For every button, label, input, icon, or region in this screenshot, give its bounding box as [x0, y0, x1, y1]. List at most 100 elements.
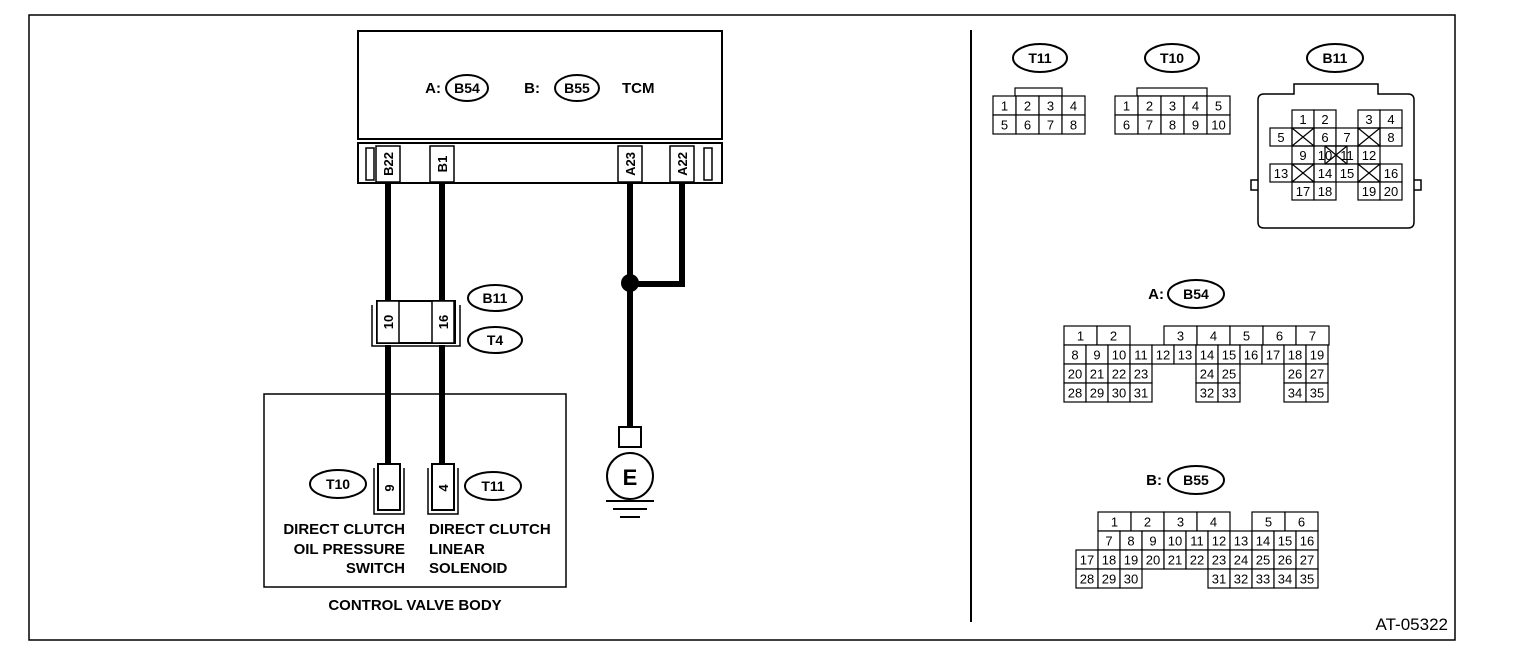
pin-number: 17 [1080, 553, 1094, 568]
pin-number: 9 [1093, 348, 1100, 363]
pin-cell [1379, 181, 1403, 201]
pin-number: 29 [1102, 572, 1116, 587]
pin-number: 2 [1321, 112, 1328, 127]
blank-cavity [1291, 127, 1315, 147]
switch-label-line-3: SWITCH [346, 560, 405, 577]
pin-number: 34 [1288, 386, 1302, 401]
pin-number: 33 [1256, 572, 1270, 587]
junction-connector-bottom: T4 [487, 332, 504, 348]
pin-number: 19 [1310, 348, 1324, 363]
pin-number: 3 [1177, 515, 1184, 530]
pin-number: 27 [1300, 553, 1314, 568]
pin-number: 24 [1234, 553, 1248, 568]
pin-number: 15 [1340, 166, 1354, 181]
pin-number: 3 [1047, 99, 1054, 114]
pin-number: 34 [1278, 572, 1292, 587]
pin-number: 17 [1296, 184, 1310, 199]
pin-number: 11 [1134, 348, 1148, 363]
connector-oval [467, 326, 523, 354]
switch-label-line-1: DIRECT CLUTCH [283, 521, 405, 538]
pin-number: 13 [1234, 534, 1248, 549]
pin-cell [1061, 114, 1086, 135]
pin-number: 17 [1266, 348, 1280, 363]
tcm-a-prefix: A: [425, 80, 441, 97]
pin-cell [1119, 568, 1143, 589]
pin-number: 22 [1112, 367, 1126, 382]
pin-number: 23 [1134, 367, 1148, 382]
pin-number: 19 [1362, 184, 1376, 199]
pin-number: 35 [1310, 386, 1324, 401]
connector-view-title: T10 [1160, 50, 1184, 66]
blank-cavity [1357, 163, 1381, 183]
pin-number: 1 [1111, 515, 1118, 530]
control-valve-body: 9 4 T10 T11 DIRECT CLUTCH OIL PRESSURE S… [263, 393, 567, 614]
pin-number: 5 [1243, 329, 1250, 344]
pin-number: 5 [1277, 130, 1284, 145]
pin-number: 12 [1212, 534, 1226, 549]
tcm-pin-label: A23 [623, 152, 638, 176]
blank-cavity [1357, 127, 1381, 147]
pin-number: 14 [1318, 166, 1332, 181]
connector-oval [464, 471, 522, 501]
pin-number: 8 [1070, 118, 1077, 133]
pin-number: 6 [1123, 118, 1130, 133]
pin-number: 1 [1077, 329, 1084, 344]
pin-number: 26 [1278, 553, 1292, 568]
pin-number: 7 [1105, 534, 1112, 549]
pin-number: 31 [1212, 572, 1226, 587]
pin-number: 16 [1244, 348, 1258, 363]
ground-symbol: E [606, 426, 654, 518]
pin-cell [1305, 382, 1329, 403]
tcm-pin-label: A22 [675, 152, 690, 176]
pin-number: 12 [1362, 148, 1376, 163]
figure-code: AT-05322 [1376, 615, 1448, 634]
pin-number: 8 [1169, 118, 1176, 133]
pin-number: 20 [1146, 553, 1160, 568]
pin-number: 19 [1124, 553, 1138, 568]
connector-view-title: B54 [1183, 286, 1209, 302]
wire-junction-dot [621, 274, 639, 292]
pin-number: 27 [1310, 367, 1324, 382]
pin-number: 7 [1047, 118, 1054, 133]
pin-cell [1206, 114, 1231, 135]
pin-number: 21 [1090, 367, 1104, 382]
pin-number: 30 [1112, 386, 1126, 401]
pin-cell [1313, 181, 1337, 201]
tcm-pin-label: B1 [435, 156, 450, 173]
pin-number: 7 [1146, 118, 1153, 133]
pin-number: 8 [1387, 130, 1394, 145]
connector-oval [467, 284, 523, 312]
pin-number: 18 [1102, 553, 1116, 568]
pin-number: 5 [1215, 99, 1222, 114]
pin-number: 10 [1211, 118, 1225, 133]
pin-number: 22 [1190, 553, 1204, 568]
pin-number: 25 [1222, 367, 1236, 382]
pin-number: 1 [1123, 99, 1130, 114]
tcm-b-prefix: B: [524, 80, 540, 97]
switch-pin: 9 [382, 484, 397, 491]
pin-number: 1 [1001, 99, 1008, 114]
blank-cavity [1291, 163, 1315, 183]
pin-number: 18 [1288, 348, 1302, 363]
tcm-label: TCM [622, 80, 655, 97]
pin-number: 9 [1299, 148, 1306, 163]
connector-view-title: B55 [1183, 472, 1209, 488]
pin-number: 6 [1024, 118, 1031, 133]
pin-number: 20 [1384, 184, 1398, 199]
ground-label: E [623, 465, 638, 490]
pin-number: 14 [1200, 348, 1214, 363]
pin-number: 25 [1256, 553, 1270, 568]
connector-view-title: B11 [1323, 50, 1348, 66]
pin-number: 13 [1178, 348, 1192, 363]
tcm-pins: B22 B1 A23 A22 [365, 145, 713, 183]
pin-number: 16 [1300, 534, 1314, 549]
pin-number: 14 [1256, 534, 1270, 549]
pin-number: 4 [1210, 515, 1217, 530]
pin-number: 23 [1212, 553, 1226, 568]
connector-view-prefix: A: [1148, 286, 1164, 303]
pin-number: 33 [1222, 386, 1236, 401]
pin-number: 12 [1156, 348, 1170, 363]
